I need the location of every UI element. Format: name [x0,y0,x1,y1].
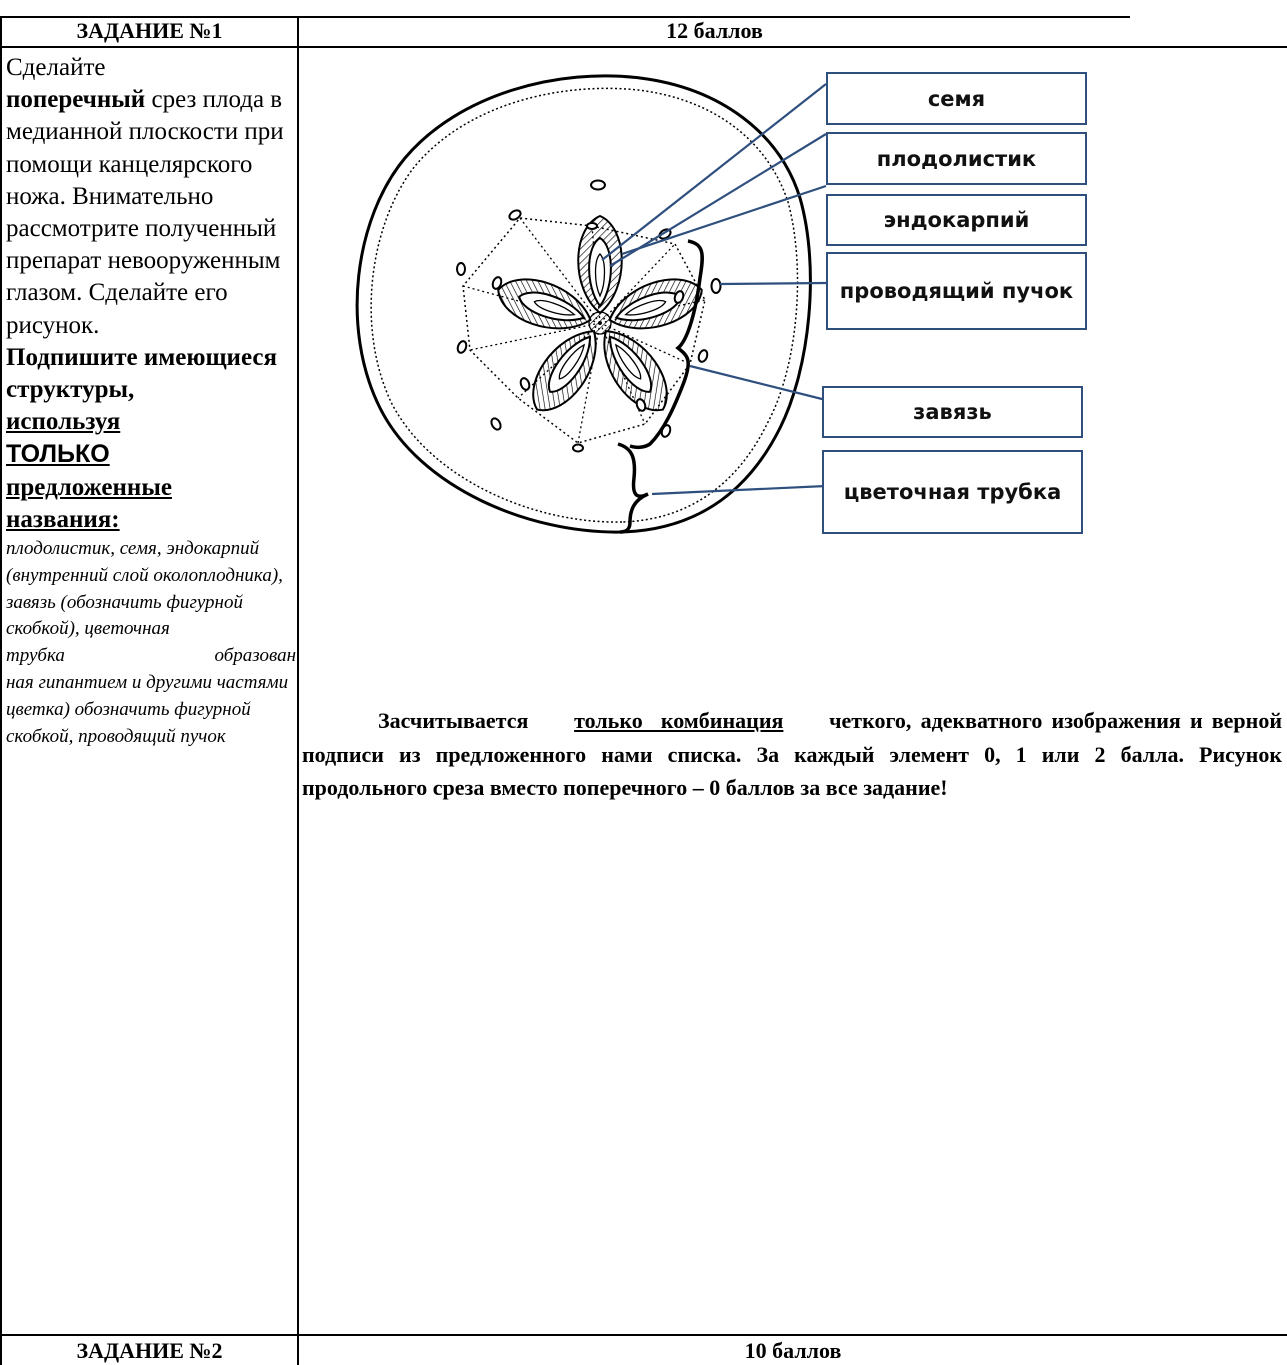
carpels [497,214,703,412]
only-hint-2: ТОЛЬКО [6,440,110,469]
scoring-text-a: Засчитывается [378,708,529,733]
task2-row-divider [0,1334,1287,1336]
task1-instructions: Сделайте поперечный срез плода в медианн… [6,52,296,750]
instructions-text-a: Сделайте [6,54,106,81]
cross-section-drawing [355,74,827,534]
header-row-divider [0,46,1287,48]
instructions-paragraph: Сделайте поперечный срез плода в медианн… [6,52,296,342]
task1-points: 12 баллов [666,18,763,43]
label-ovary: завязь [822,386,1083,438]
instructions-label-hint-text: Подпишите имеющиеся структуры, [6,343,277,404]
task2-title: ЗАДАНИЕ №2 [76,1338,223,1363]
only-hint-4: названия: [6,505,120,533]
table-border-left [0,16,2,1365]
scoring-text-b: четкого, адекватного изображения и верно… [302,708,1283,800]
fruit-core [588,311,612,335]
only-hint-3: предложенные [6,473,172,501]
ovary-outline [462,217,706,444]
instructions-emphasis-cross: поперечный [6,86,146,114]
task1-title: ЗАДАНИЕ №1 [76,18,223,43]
leader-lines [601,83,827,496]
scoring-emphasis: только комбинация [574,708,784,733]
ovary-brace [629,239,704,450]
label-carpel: плодолистик [826,132,1087,185]
allowed-terms-b: трубка образован [6,645,296,667]
carpel-5 [497,278,592,330]
scoring-criteria: Засчитывается только комбинация четкого,… [302,704,1282,805]
task2-points: 10 баллов [744,1338,842,1363]
fruit-outline [355,74,812,534]
label-seed: семя [826,72,1087,125]
fruit-inner-outline [370,87,799,523]
label-endocarp: эндокарпий [826,194,1087,246]
carpel-4 [532,330,597,412]
carpel-1 [577,214,623,315]
instructions-label-hint: Подпишите имеющиеся структуры, [6,342,296,406]
allowed-terms-c: ная гипантием и другими частями цветка) … [6,672,289,747]
tube-brace [617,442,649,534]
allowed-terms: плодолистик, семя, эндокарпий (внутренни… [6,536,296,750]
carpel-3 [603,330,668,412]
label-vascular-bundle: проводящий пучок [826,252,1087,330]
instructions-text-c: срез плода в медианной плоскости при пом… [6,86,284,339]
only-hint-1: используя [6,408,121,436]
table-border-top [0,16,1130,18]
label-floral-tube: цветочная трубка [822,450,1083,534]
instructions-only-hint: используя ТОЛЬКО предложенные названия: [6,406,296,536]
vascular-bundles [456,179,722,453]
column-divider [297,16,299,1365]
fruit-cross-section-diagram: семя плодолистик эндокарпий проводящий п… [300,48,1100,553]
allowed-terms-a: плодолистик, семя, эндокарпий (внутренни… [6,538,283,640]
